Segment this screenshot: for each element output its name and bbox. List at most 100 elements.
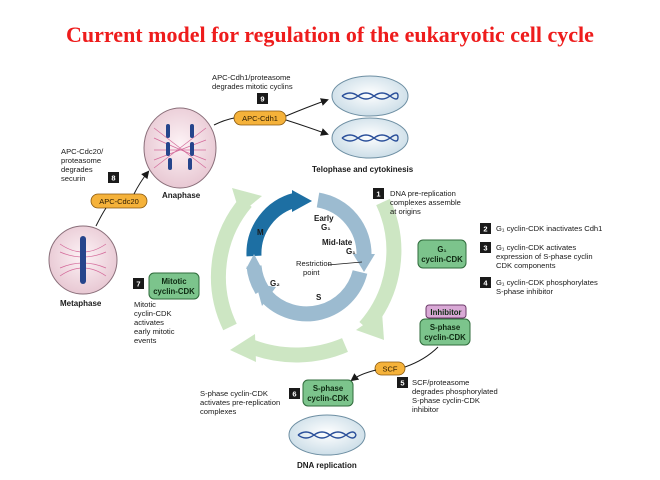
phase-label-midlate: Mid-late (322, 238, 353, 247)
scf-pill (374, 361, 406, 376)
step-2-number-box (480, 223, 491, 234)
step-9-number: 9 (260, 95, 264, 104)
step-8-text-line-1: APC-Cdc20/ (61, 147, 104, 156)
step-9-text-line-2: degrades mitotic cyclins (212, 82, 293, 91)
step-6-text-line-2: activates pre-replication (200, 398, 280, 407)
inhibitor-box (425, 304, 467, 319)
step-5-text-line-1: SCF/proteasome (412, 378, 469, 387)
step-7-text-line-5: events (134, 336, 157, 345)
metaphase-cell (48, 225, 118, 295)
apc-cdh1-to-telophase-top-arrow (285, 98, 329, 117)
sphase-cyclin-cdk-bottom-label-1: S-phase (313, 384, 344, 393)
step-1-text-line-3: at origins (390, 207, 421, 216)
apc-cdc20-pill (90, 193, 148, 209)
apc-cdh1-to-telophase-bottom-arrow (285, 119, 329, 136)
step-7-number-box (133, 278, 144, 289)
dna-replication-label: DNA replication (297, 461, 357, 470)
step-8-text-line-3: degrades (61, 165, 93, 174)
telophase-cells (331, 75, 409, 159)
step-8-number-box (108, 172, 119, 183)
inner-cycle (246, 192, 372, 322)
step-7-text-line-3: activates (134, 318, 164, 327)
phase-label-early-g1: Early (314, 214, 334, 223)
telophase-label: Telophase and cytokinesis (312, 165, 414, 174)
mitotic-cyclin-cdk-label-1: Mitotic (161, 277, 187, 286)
outer-cycle-arrows (210, 197, 402, 363)
step-6-text-line-1: S-phase cyclin-CDK (200, 389, 268, 398)
step-5-number: 5 (400, 379, 404, 388)
outer-arrow-right (359, 198, 402, 332)
step-6-number-box (289, 388, 300, 399)
step-3-number: 3 (483, 244, 487, 253)
mitotic-cyclin-cdk-box (148, 272, 200, 300)
step-2-text-line-1: G₁ cyclin-CDK inactivates Cdh1 (496, 224, 602, 233)
g1-cyclin-cdk-label-1: G₁ (437, 245, 446, 254)
step-5-text-line-3: S-phase cyclin-CDK (412, 396, 480, 405)
anaphase-cell (143, 107, 217, 189)
page-title: Current model for regulation of the euka… (66, 22, 594, 47)
step-7-text-line-1: Mitotic (134, 300, 156, 309)
inner-arrowhead-m (292, 190, 312, 212)
mitotic-cyclin-cdk-label-2: cyclin-CDK (153, 287, 195, 296)
step-6-number: 6 (292, 390, 296, 399)
step-3-text-line-1: G₁ cyclin-CDK activates (496, 243, 576, 252)
step-5-text-line-2: degrades phosphorylated (412, 387, 498, 396)
phase-label-g2: G₂ (270, 279, 280, 288)
restriction-point-pointer (327, 261, 363, 266)
inner-arrowhead-g2 (246, 254, 262, 269)
step-7-text-line-4: early mitotic (134, 327, 175, 336)
restriction-point-label: Restriction (296, 259, 332, 268)
metaphase-label: Metaphase (60, 299, 102, 308)
outer-arrowhead-right (356, 312, 384, 340)
apc-cdc20-to-anaphase-arrow (133, 170, 150, 195)
step-1-text-line-1: DNA pre-replication (390, 189, 456, 198)
step-4-number: 4 (483, 279, 488, 288)
outer-arrowhead-bottom (230, 334, 256, 362)
inner-arc-s (260, 269, 368, 322)
inner-arc-m (246, 192, 299, 257)
outer-arrow-bottom (249, 338, 348, 363)
anaphase-to-apc-cdh1-line (213, 117, 235, 126)
phase-label-midlate-sub: G₁ (346, 247, 356, 256)
dna-replication-nucleus (288, 414, 366, 456)
sphase-cyclin-cdk-label-2: cyclin-CDK (424, 333, 466, 342)
phase-label-early-g1-sub: G₁ (321, 223, 331, 232)
step-8-text-line-2: proteasome (61, 156, 101, 165)
step-3-text-line-3: CDK components (496, 261, 556, 270)
step-9-number-box (257, 93, 268, 104)
step-5-number-box (397, 377, 408, 388)
inner-arrowhead-s (256, 284, 276, 306)
step-3-number-box (480, 242, 491, 253)
step-1-text-line-2: complexes assemble (390, 198, 461, 207)
outer-arrow-left (210, 197, 252, 331)
g1-cyclin-cdk-box (417, 239, 467, 269)
sphase-cyclin-cdk-bottom-label-2: cyclin-CDK (307, 394, 349, 403)
sphase-to-scf-line (404, 346, 439, 368)
inner-arc-g1 (316, 192, 372, 257)
scf-label: SCF (383, 365, 398, 374)
step-1-number: 1 (376, 190, 380, 199)
metaphase-to-apc-cdc20-line (95, 207, 107, 227)
anaphase-label: Anaphase (162, 191, 201, 200)
step-4-number-box (480, 277, 491, 288)
sphase-cyclin-cdk-box (419, 318, 471, 346)
step-7-number: 7 (136, 280, 140, 289)
scf-to-sphase-cdk-arrow (350, 369, 377, 382)
step-5-text-line-4: inhibitor (412, 405, 439, 414)
apc-cdc20-label: APC-Cdc20 (99, 197, 139, 206)
step-9-text-line-1: APC-Cdh1/proteasome (212, 73, 291, 82)
step-4-text-line-1: G₁ cyclin-CDK phosphorylates (496, 278, 598, 287)
phase-label-s: S (316, 293, 322, 302)
inhibitor-label: Inhibitor (430, 308, 461, 317)
step-1-number-box (373, 188, 384, 199)
step-8-number: 8 (111, 174, 115, 183)
sphase-cyclin-cdk-bottom-box (302, 379, 354, 407)
outer-arrowhead-left (232, 188, 262, 214)
apc-cdh1-label: APC-Cdh1 (242, 114, 278, 123)
step-6-text-line-3: complexes (200, 407, 236, 416)
restriction-point-label-2: point (303, 268, 320, 277)
step-2-number: 2 (483, 225, 487, 234)
phase-label-m: M (257, 228, 264, 237)
sphase-cyclin-cdk-label-1: S-phase (430, 323, 461, 332)
